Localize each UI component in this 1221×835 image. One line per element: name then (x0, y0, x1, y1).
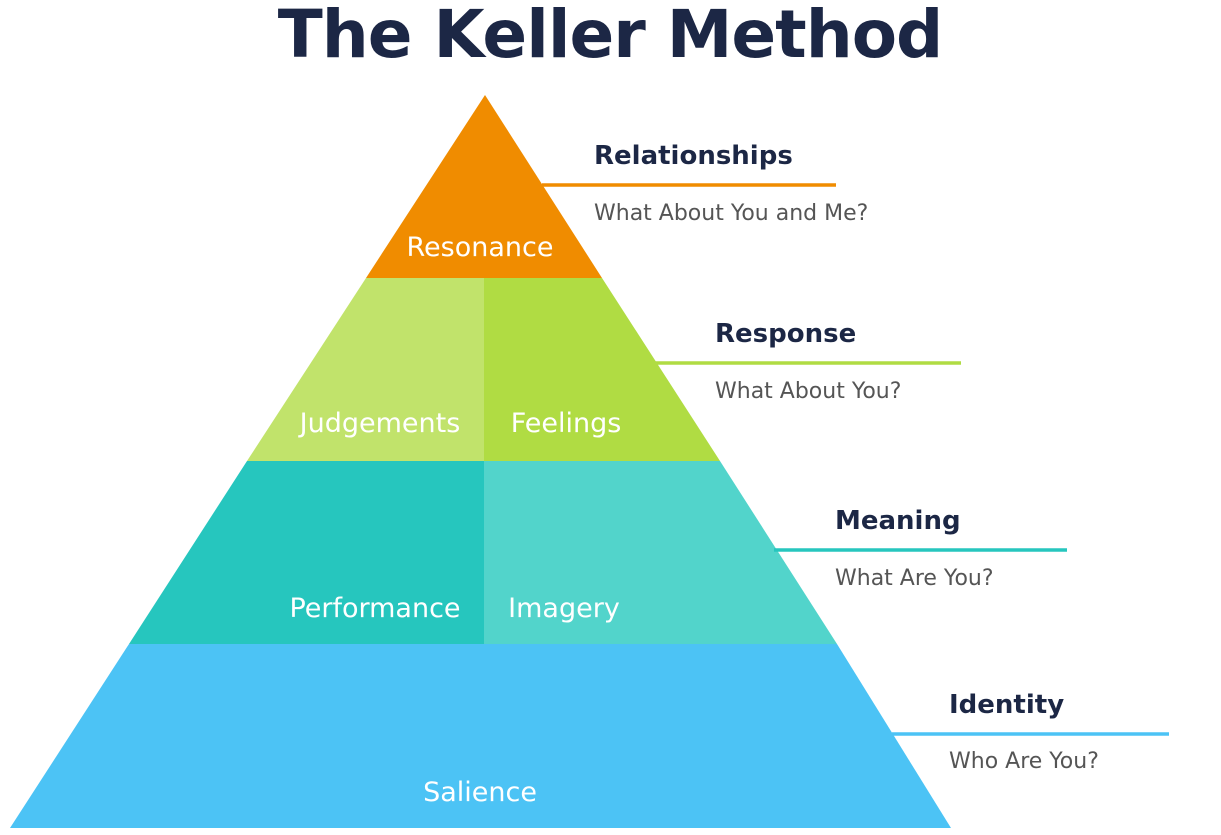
tier-performance (129, 461, 484, 644)
tier-label-performance: Performance (289, 593, 460, 624)
page-title: The Keller Method (278, 0, 943, 73)
level-heading-meaning: Meaning (835, 506, 961, 536)
tier-label-feelings: Feelings (511, 408, 622, 439)
tier-label-resonance: Resonance (407, 232, 554, 263)
level-question-response: What About You? (715, 379, 901, 404)
tier-judgements (247, 278, 484, 461)
level-question-identity: Who Are You? (949, 749, 1099, 774)
tier-label-salience: Salience (423, 777, 537, 808)
level-heading-relationships: Relationships (594, 141, 793, 171)
tier-label-imagery: Imagery (508, 593, 620, 624)
tier-label-judgements: Judgements (298, 408, 461, 439)
tier-imagery (484, 461, 837, 644)
tier-salience (10, 644, 951, 828)
level-question-relationships: What About You and Me? (594, 201, 868, 226)
level-heading-identity: Identity (949, 690, 1064, 720)
tier-resonance (366, 95, 602, 278)
level-heading-response: Response (715, 319, 856, 349)
tier-feelings (484, 278, 720, 461)
level-question-meaning: What Are You? (835, 566, 994, 591)
